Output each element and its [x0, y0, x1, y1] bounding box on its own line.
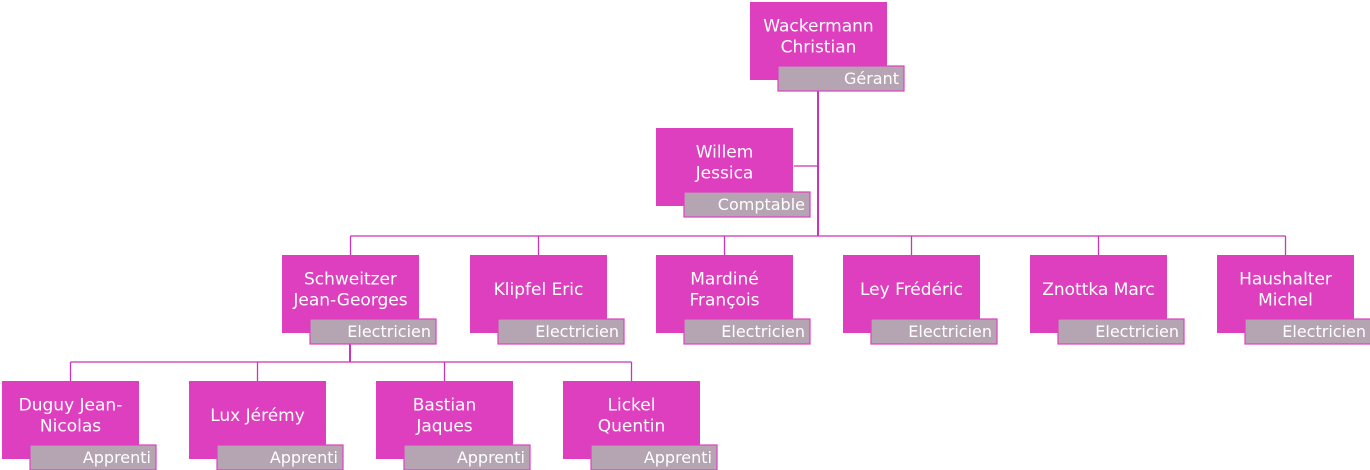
role-bar	[1244, 318, 1370, 345]
node-name-line: Jessica	[695, 164, 754, 184]
role-bar	[683, 191, 811, 218]
role-label: Electricien	[721, 322, 805, 341]
role-label: Comptable	[718, 195, 805, 214]
role-label: Electricien	[1095, 322, 1179, 341]
node-name-line: Haushalter	[1239, 270, 1332, 290]
role-label: Gérant	[844, 69, 899, 88]
connectors	[69, 90, 1287, 381]
role-label: Electricien	[535, 322, 619, 341]
role-label: Electricien	[1282, 322, 1366, 341]
role-label: Electricien	[347, 322, 431, 341]
node-name-line: Klipfel Eric	[494, 280, 584, 300]
role-bar	[590, 444, 718, 470]
node-name-line: Christian	[781, 38, 857, 58]
node-name-line: Willem	[696, 143, 754, 163]
role-bar	[29, 444, 157, 470]
node-name-line: Bastian	[413, 396, 477, 416]
role-bar	[1057, 318, 1185, 345]
role-bar	[497, 318, 625, 345]
role-bar	[403, 444, 531, 470]
node-name-line: Lickel	[608, 396, 656, 416]
node-name-line: François	[689, 291, 759, 311]
node-name-line: Quentin	[598, 417, 666, 437]
node-name-line: Jaques	[415, 417, 472, 437]
node-name-line: Duguy Jean-	[19, 396, 123, 416]
node-name-line: Wackermann	[763, 17, 873, 37]
node-name-line: Nicolas	[40, 417, 101, 437]
role-bar	[309, 318, 437, 345]
node-name-line: Michel	[1258, 291, 1313, 311]
node-name-line: Mardiné	[690, 270, 759, 290]
role-bar	[777, 65, 905, 92]
role-label: Electricien	[908, 322, 992, 341]
role-bar	[870, 318, 998, 345]
role-bar	[216, 444, 344, 470]
node-name-line: Jean-Georges	[292, 291, 407, 311]
node-name-line: Schweitzer	[304, 270, 397, 290]
node-name-line: Ley Frédéric	[860, 280, 963, 300]
role-bar	[683, 318, 811, 345]
role-label: Apprenti	[457, 448, 525, 467]
node-name-line: Znottka Marc	[1042, 280, 1155, 300]
role-label: Apprenti	[270, 448, 338, 467]
node-name-line: Lux Jérémy	[210, 406, 305, 426]
role-label: Apprenti	[644, 448, 712, 467]
role-label: Apprenti	[83, 448, 151, 467]
